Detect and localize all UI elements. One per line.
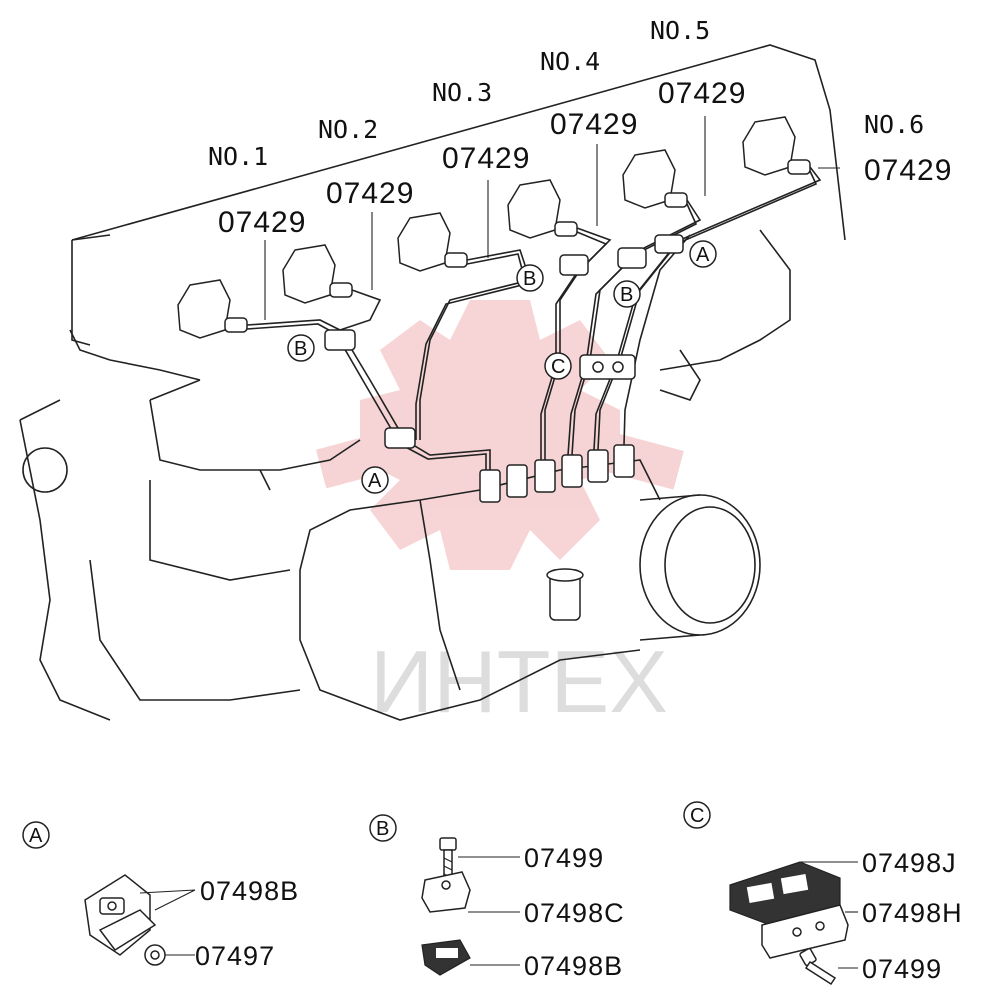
clamp-a-2 [654, 234, 684, 254]
detail-a-part-2: 07497 [195, 941, 275, 971]
bolt-icon [799, 947, 837, 986]
detail-b-part-3: 07498B [524, 951, 623, 981]
detail-b-part-2: 07498C [524, 898, 625, 928]
cylinder-label-6: NO.6 [864, 110, 924, 139]
part-numbers: 07429 07429 07429 07429 07429 07429 [218, 77, 952, 239]
gear-logo-icon [316, 300, 684, 570]
clamp-b-1 [324, 329, 356, 351]
detail-a: A 07498B 07497 [22, 821, 299, 971]
part-number-6: 07429 [864, 154, 952, 187]
cylinder-labels: NO.1 NO.2 NO.3 NO.4 NO.5 NO.6 [208, 16, 924, 171]
injector-5 [622, 149, 688, 209]
clamp-b-2 [559, 254, 589, 276]
detail-b-part-1: 07499 [524, 843, 604, 873]
detail-b-letter: B [376, 818, 389, 840]
part-number-2: 07429 [326, 177, 414, 210]
cylinder-label-1: NO.1 [208, 142, 268, 171]
cylinder-label-2: NO.2 [318, 115, 378, 144]
injectors [177, 116, 811, 339]
detail-a-letter: A [29, 825, 43, 847]
callout-markers: B B B A A C [287, 240, 717, 494]
injector-4 [507, 179, 578, 239]
detail-a-part-1: 07498B [200, 876, 299, 906]
callout-a-left: A [368, 470, 382, 492]
leader-lines [264, 116, 840, 320]
part-number-3: 07429 [442, 142, 530, 175]
part-number-1: 07429 [218, 206, 306, 239]
clamp-a-1 [384, 427, 416, 449]
injector-1 [177, 279, 248, 339]
detail-b: B 07499 07498C 07498B [369, 814, 625, 981]
callout-b-middle: B [523, 268, 536, 290]
detail-c-letter: C [690, 805, 704, 827]
clamp-b-3 [617, 247, 647, 269]
detail-c: C 07498J 07498H 07499 [683, 801, 963, 986]
nut-icon [144, 944, 166, 966]
injector-3 [397, 212, 468, 272]
clamp-c [579, 354, 636, 380]
clamp-07498b-icon [421, 939, 471, 976]
detail-c-part-1: 07498J [862, 848, 957, 878]
part-number-4: 07429 [550, 108, 638, 141]
callout-a-right: A [696, 244, 710, 266]
detail-c-part-3: 07499 [862, 954, 942, 984]
callout-b-left: B [294, 338, 307, 360]
engine-block [19, 44, 846, 721]
delivery-valves [479, 444, 635, 503]
cylinder-label-3: NO.3 [432, 78, 492, 107]
watermark [316, 300, 684, 570]
clamp-07498h-icon [761, 904, 849, 959]
callout-b-right: B [620, 284, 633, 306]
clamp-07498c-icon [421, 871, 471, 913]
injector-2 [282, 244, 353, 304]
detail-c-part-2: 07498H [862, 898, 963, 928]
injection-pipes [246, 166, 822, 470]
callout-c: C [551, 356, 565, 378]
cylinder-label-5: NO.5 [650, 16, 710, 45]
cylinder-label-4: NO.4 [540, 47, 600, 76]
injector-6 [742, 116, 811, 176]
part-number-5: 07429 [658, 77, 746, 110]
